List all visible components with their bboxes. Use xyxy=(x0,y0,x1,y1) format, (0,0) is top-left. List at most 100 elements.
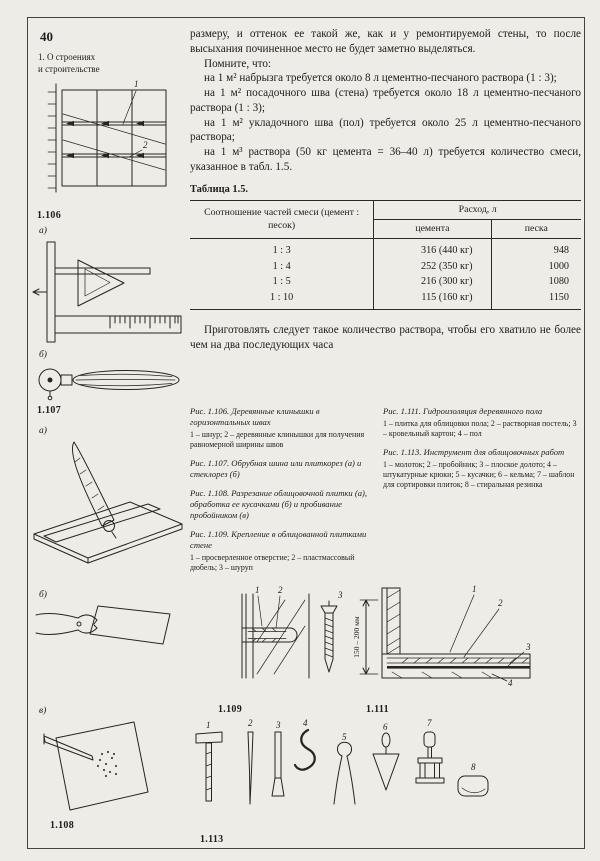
cell-cement: 115 (160 кг) xyxy=(373,289,492,310)
cell-sand: 1080 xyxy=(548,276,569,288)
caption-legend: 1 – плитка для облицовки пола; 2 – раств… xyxy=(383,419,577,438)
caption-1-109: Рис. 1.109. Крепление в облицованной пли… xyxy=(190,529,373,573)
page-frame xyxy=(27,17,585,849)
figure-1-108a-tile-cutting-drawing xyxy=(33,441,183,564)
eraser-icon xyxy=(457,775,489,797)
cell-ratio: 1 : 3 xyxy=(190,238,375,259)
cell-cement: 216 (300 кг) xyxy=(373,274,492,290)
caption-1-107: Рис. 1.107. Обрубная шина или плиткорез … xyxy=(190,458,373,480)
caption-legend: 1 – шнур; 2 – деревянные клинышки для по… xyxy=(190,430,365,449)
figure-number: 1 xyxy=(255,585,260,595)
dimension-label: 150 – 200 мм xyxy=(352,616,361,658)
caption-1-113: Рис. 1.113. Инструмент для облицовочных … xyxy=(383,447,579,490)
figure-number: 2 xyxy=(248,718,253,728)
subcolumn-header-cement: цемента xyxy=(373,219,492,240)
chapter-line-1: 1. О строениях xyxy=(38,52,96,62)
captions-right-column: Рис. 1.111. Гидроизоляция деревянного по… xyxy=(383,406,579,497)
figure-number: 6 xyxy=(383,722,388,732)
figure-label-1-111: 1.111 xyxy=(366,704,389,715)
figure-number: 8 xyxy=(471,762,476,772)
column-header-consumption: Расход, л xyxy=(373,200,581,221)
figure-1-106-tile-wall-drawing: 1 2 xyxy=(47,79,167,193)
figure-label-1-113: 1.113 xyxy=(200,834,224,845)
figure-1-109-wall-anchor-drawing: 1 2 3 xyxy=(241,585,343,679)
table-row: 1 : 5 216 (300 кг) 1080 xyxy=(190,274,581,290)
caption-1-108: Рис. 1.108. Разрезание облицовочной плит… xyxy=(190,488,373,521)
caption-title: Рис. 1.113. Инструмент для облицовочных … xyxy=(383,446,565,457)
cell-sand: 948 xyxy=(553,245,569,257)
figure-number: 1 xyxy=(472,584,477,594)
punch-icon xyxy=(247,731,254,805)
column-header-ratio: Соотношение частей смеси (цемент : песок… xyxy=(190,200,375,240)
figure-number: 1 xyxy=(206,720,211,730)
main-text-column: размеру, и оттенок ее такой же, как и у … xyxy=(190,27,581,401)
figure-label-1-108: 1.108 xyxy=(50,820,74,831)
caption-1-111: Рис. 1.111. Гидроизоляция деревянного по… xyxy=(383,406,579,439)
subfigure-label-b: б) xyxy=(39,350,47,360)
table-row: 1 : 3 316 (440 кг) 948 xyxy=(190,238,581,259)
caption-1-106: Рис. 1.106. Деревянные клинышки в горизо… xyxy=(190,406,373,450)
cell-sand: 1000 xyxy=(548,260,569,272)
list-item-2: на 1 м² посадочного шва (стена) требуетс… xyxy=(190,87,581,114)
caption-legend: 1 – молоток; 2 – пробойник; 3 – плоское … xyxy=(383,459,575,489)
figure-number: 3 xyxy=(275,720,281,730)
hammer-icon xyxy=(195,731,223,802)
subfigure-label-a: а) xyxy=(39,226,47,236)
figure-number: 7 xyxy=(427,718,432,728)
plaster-hook-icon xyxy=(293,728,316,771)
table-subheader-row: цемента песка xyxy=(190,219,581,240)
cell-ratio: 1 : 10 xyxy=(190,289,375,310)
subfigure-label-b: б) xyxy=(39,590,47,600)
paragraph-continuation: размеру, и оттенок ее такой же, как и у … xyxy=(190,28,581,55)
table-header-row: Соотношение частей смеси (цемент : песок… xyxy=(190,200,581,240)
list-item-3: на 1 м² укладочного шва (пол) требуется … xyxy=(190,116,581,144)
paragraph-remember: Помните, что: xyxy=(204,57,272,70)
figure-label-1-106: 1.106 xyxy=(37,210,61,221)
caption-title: Рис. 1.106. Деревянные клинышки в горизо… xyxy=(190,406,320,427)
figure-1-108b-pincers-drawing xyxy=(35,605,171,645)
caption-title: Рис. 1.109. Крепление в облицованной пли… xyxy=(190,528,367,550)
caption-title: Рис. 1.108. Разрезание облицовочной плит… xyxy=(190,487,368,520)
subfigure-label-v: в) xyxy=(39,706,47,716)
figure-1-107b-glass-cutter-drawing xyxy=(38,368,180,401)
cell-sand: 1150 xyxy=(549,291,569,303)
figure-1-107a-tile-cutter-drawing xyxy=(32,241,182,343)
chisel-icon xyxy=(271,731,285,797)
cell-cement: 316 (440 кг) xyxy=(373,238,492,259)
tile-sorting-template-icon xyxy=(415,731,445,784)
chapter-line-2: и строительстве xyxy=(38,63,100,74)
figure-label-1-107: 1.107 xyxy=(37,405,61,416)
caption-legend: 1 – просверленное отверстие; 2 – пластма… xyxy=(190,552,355,572)
subcolumn-header-sand: песка xyxy=(491,219,581,240)
list-item-1: на 1 м² набрызга требуется около 8 л цем… xyxy=(204,72,557,85)
table-row: 1 : 4 252 (350 кг) 1000 xyxy=(190,258,581,275)
cell-ratio: 1 : 5 xyxy=(190,274,375,290)
figure-number: 2 xyxy=(143,140,148,150)
figure-number: 4 xyxy=(508,678,513,687)
table-1-5: Соотношение частей смеси (цемент : песок… xyxy=(190,199,581,311)
figure-1-108v-punching-drawing xyxy=(43,721,149,811)
captions-left-column: Рис. 1.106. Деревянные клинышки в горизо… xyxy=(190,406,373,581)
caption-title: Рис. 1.111. Гидроизоляция деревянного по… xyxy=(383,406,543,416)
paragraph-closing: Приготовлять следует такое количество ра… xyxy=(190,324,581,351)
cell-cement: 252 (350 кг) xyxy=(373,258,492,275)
figure-number: 5 xyxy=(342,732,347,742)
table-title: Таблица 1.5. xyxy=(190,183,248,195)
figure-number: 4 xyxy=(303,718,308,728)
trowel-icon xyxy=(372,732,400,791)
page-number: 40 xyxy=(40,29,53,44)
pincers-icon xyxy=(333,741,356,805)
chapter-heading: 1. О строениях и строительстве xyxy=(38,52,138,75)
figure-1-113-tools-drawing: 1 2 3 4 5 6 7 8 xyxy=(195,718,489,805)
cell-ratio: 1 : 4 xyxy=(190,258,375,275)
figure-label-1-109: 1.109 xyxy=(218,704,242,715)
figure-number: 2 xyxy=(498,598,503,608)
figure-number: 2 xyxy=(278,585,283,595)
list-item-4: на 1 м³ раствора (50 кг цемента = 36–40 … xyxy=(190,146,581,174)
table-row: 1 : 10 115 (160 кг) 1150 xyxy=(190,289,581,310)
caption-title: Рис. 1.107. Обрубная шина или плиткорез … xyxy=(190,457,362,479)
figure-number: 3 xyxy=(337,590,343,600)
figure-number: 1 xyxy=(134,79,139,89)
subfigure-label-a: а) xyxy=(39,426,47,436)
